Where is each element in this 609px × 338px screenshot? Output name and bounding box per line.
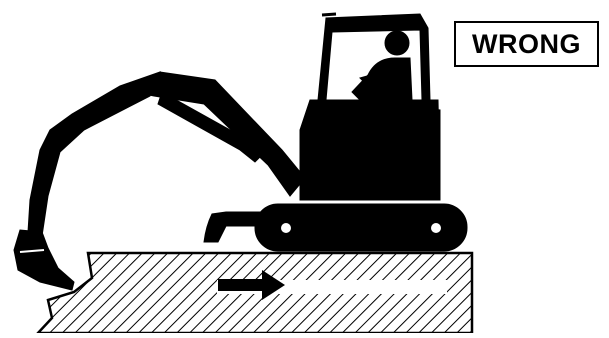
dozer-blade [204, 212, 262, 242]
upper-body [300, 100, 440, 200]
wrong-label: WRONG [454, 21, 599, 67]
excavator-icon [14, 14, 467, 290]
bucket [14, 230, 74, 290]
operator-icon [385, 31, 409, 55]
